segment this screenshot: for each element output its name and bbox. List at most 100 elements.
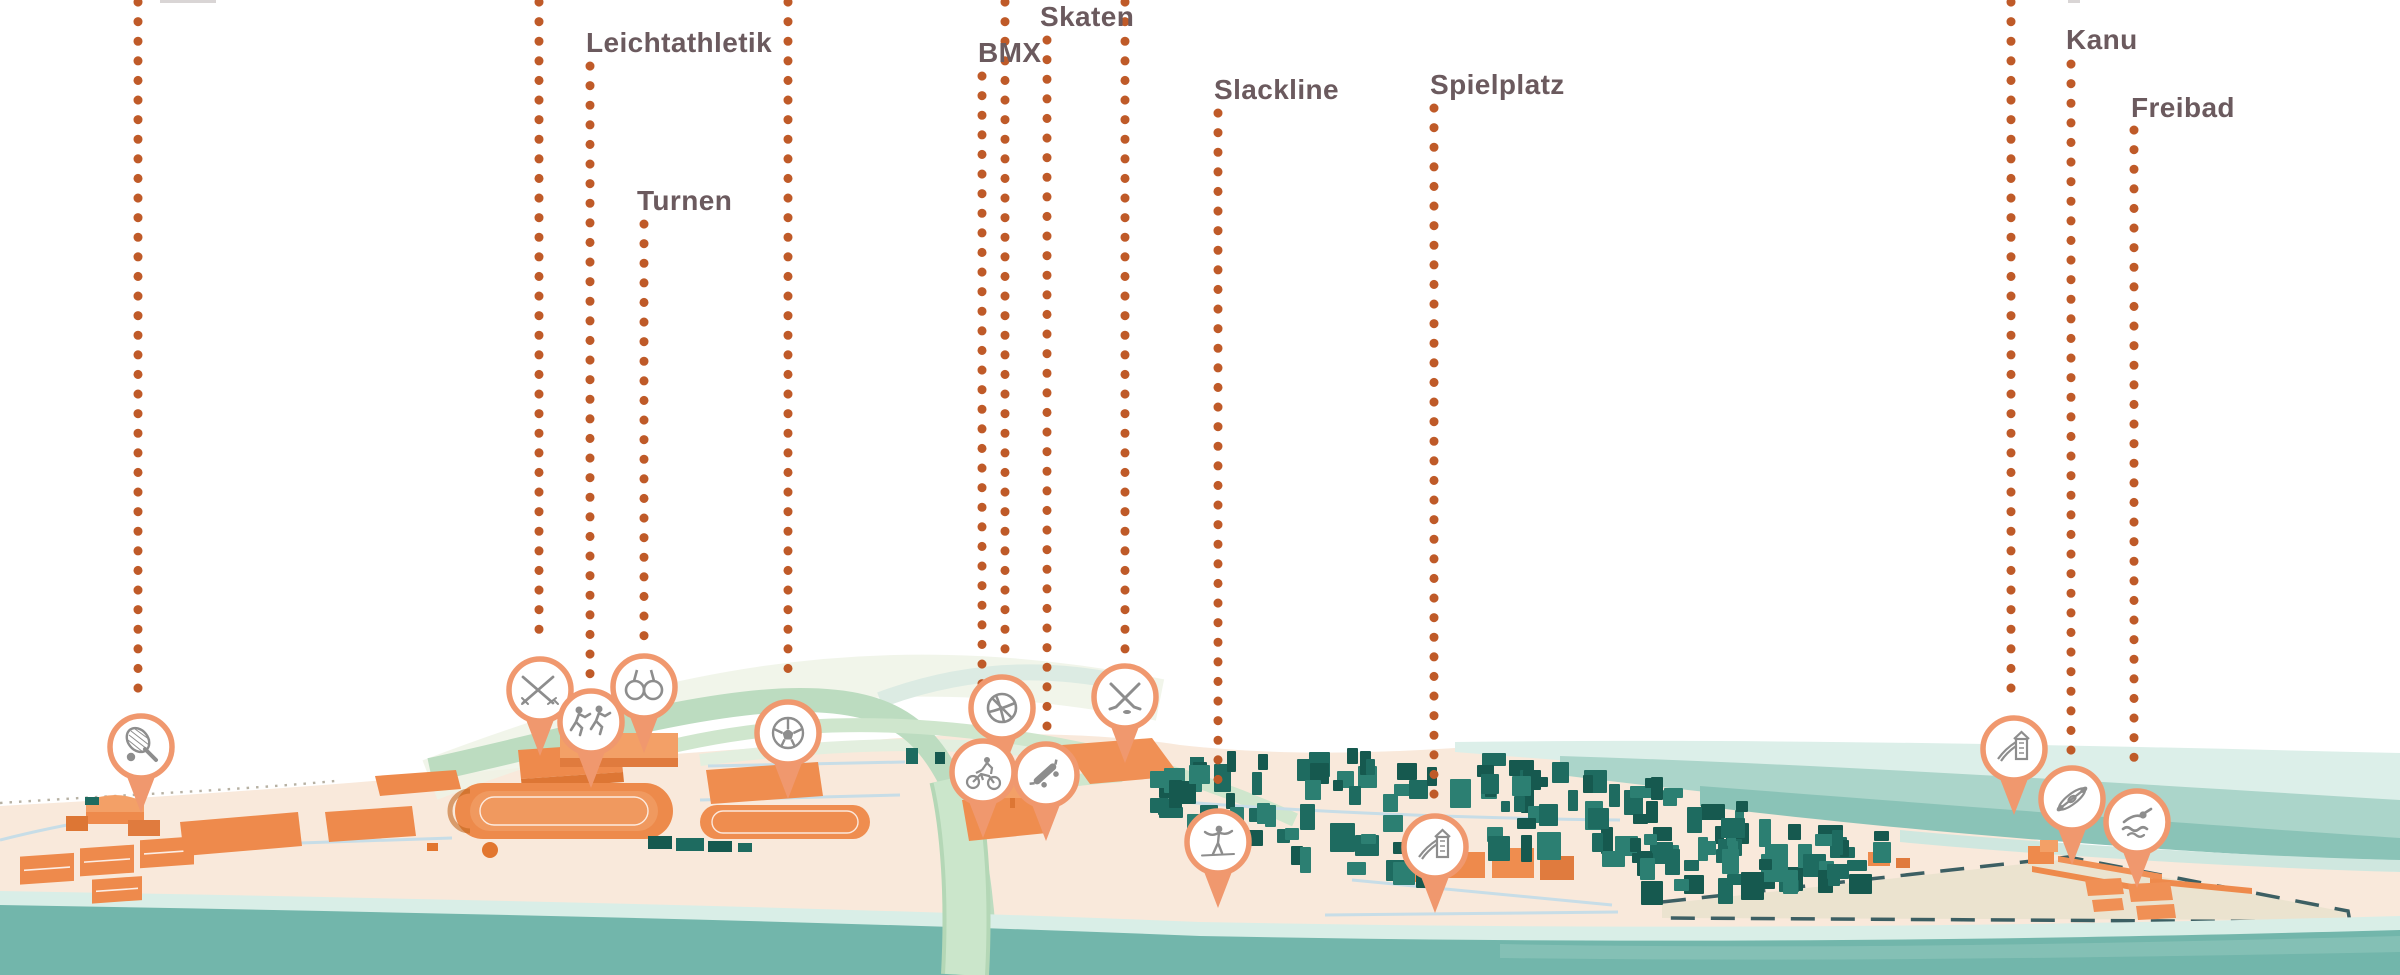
tree-block — [1592, 833, 1603, 852]
slackline-icon — [1201, 825, 1235, 857]
label-skaten: Skaten — [1040, 1, 1134, 32]
pin-spielplatz[interactable] — [1401, 813, 1469, 913]
tree-block — [1189, 765, 1210, 784]
pin-circle — [1401, 813, 1469, 881]
tree-block — [1501, 801, 1510, 812]
tree-block — [1150, 771, 1167, 788]
tree-block — [1527, 777, 1548, 787]
tree-block — [1674, 879, 1689, 891]
pin-hockey[interactable] — [1091, 663, 1159, 763]
tree-block — [1383, 815, 1403, 832]
tree-block — [1514, 796, 1525, 812]
tree-block — [1366, 759, 1375, 775]
tree-block — [1609, 784, 1620, 807]
pin-freibad[interactable] — [2103, 788, 2171, 888]
pin-bmx[interactable] — [949, 738, 1017, 838]
tree-block — [1651, 777, 1663, 800]
tree-block — [1539, 804, 1558, 826]
pin-circle — [949, 738, 1017, 806]
tree-block — [1512, 776, 1531, 796]
pin-skaten[interactable] — [1012, 741, 1080, 841]
hockey-icon — [1108, 682, 1142, 714]
tree-block — [1330, 823, 1355, 852]
tree-block — [1257, 803, 1270, 824]
tree-block — [1537, 832, 1561, 860]
tree-block — [1687, 807, 1702, 833]
map-pins-layer — [107, 653, 2171, 913]
tree-block — [1665, 849, 1680, 875]
tree-block — [1759, 819, 1771, 847]
tree-block — [1227, 751, 1236, 772]
pin-fechten[interactable] — [506, 656, 574, 756]
label-leichtathletik: Leichtathletik — [586, 27, 772, 58]
tree-block — [1482, 753, 1506, 766]
label-kanu: Kanu — [2066, 24, 2138, 55]
tree-block — [1305, 780, 1321, 800]
tree-block — [1602, 851, 1625, 867]
sand-strip — [1661, 855, 2353, 924]
tree-block — [1641, 881, 1663, 905]
pin-tennis[interactable] — [107, 713, 175, 813]
sports-field — [375, 770, 461, 796]
tree-block — [1175, 781, 1196, 804]
tree-block — [1847, 860, 1867, 871]
tree-block — [1450, 779, 1471, 808]
kayak-icon — [2056, 786, 2088, 812]
tree-block — [1788, 824, 1801, 840]
tree-block — [1361, 834, 1376, 844]
tree-block — [1333, 780, 1343, 791]
tree-block — [1349, 786, 1361, 805]
running-track — [447, 783, 673, 839]
tree-block — [1226, 793, 1235, 809]
tree-block — [1759, 859, 1772, 870]
tree-block — [1684, 860, 1699, 871]
sports-field — [180, 812, 302, 856]
tree-block — [1783, 870, 1798, 894]
tree-block — [1633, 814, 1648, 824]
pin-fussball[interactable] — [754, 699, 822, 799]
tennis-courts — [20, 836, 194, 904]
pin-kanu[interactable] — [2038, 765, 2106, 865]
tree-block — [1300, 847, 1311, 873]
tree-block — [1646, 801, 1658, 823]
slide-icon — [1997, 730, 2030, 762]
leader-lines-layer — [133, 0, 2139, 806]
tree-block — [1873, 842, 1891, 863]
tree-block — [1832, 830, 1843, 855]
skateboard-icon — [1029, 759, 1059, 788]
basketball-icon — [986, 692, 1018, 724]
tree-block — [1285, 828, 1299, 840]
tree-block — [1704, 841, 1716, 855]
tree-block — [1347, 748, 1358, 764]
tree-block — [1214, 764, 1231, 792]
tree-block — [1252, 772, 1262, 795]
tennis-icon — [125, 726, 158, 762]
bmx-icon — [965, 757, 1002, 791]
pin-rutsche[interactable] — [1980, 715, 2048, 815]
tree-block — [1736, 801, 1748, 812]
pin-basketball[interactable] — [968, 674, 1036, 774]
tree-block — [1300, 804, 1315, 830]
tree-block — [1644, 834, 1657, 845]
tree-block — [1552, 762, 1569, 783]
pin-circle — [1980, 715, 2048, 783]
tree-block — [1828, 871, 1840, 886]
pin-leichtathletik[interactable] — [557, 688, 625, 788]
tree-block — [1815, 834, 1835, 846]
tree-block — [1588, 808, 1609, 829]
clubhouse — [66, 795, 160, 836]
pin-turnen[interactable] — [610, 653, 678, 753]
tree-block — [1397, 763, 1417, 780]
city-trees — [1150, 748, 1891, 905]
rings-icon — [624, 669, 664, 701]
label-freibad: Freibad — [2131, 92, 2235, 123]
tree-block — [1521, 835, 1532, 862]
soccer-icon — [771, 716, 805, 750]
oval-field — [700, 805, 870, 839]
label-slackline: Slackline — [1214, 74, 1339, 105]
tree-block — [1347, 862, 1366, 875]
tree-block — [1874, 831, 1889, 841]
pin-slackline[interactable] — [1184, 808, 1252, 908]
tree-block — [1150, 798, 1166, 813]
tree-block — [1481, 774, 1499, 794]
